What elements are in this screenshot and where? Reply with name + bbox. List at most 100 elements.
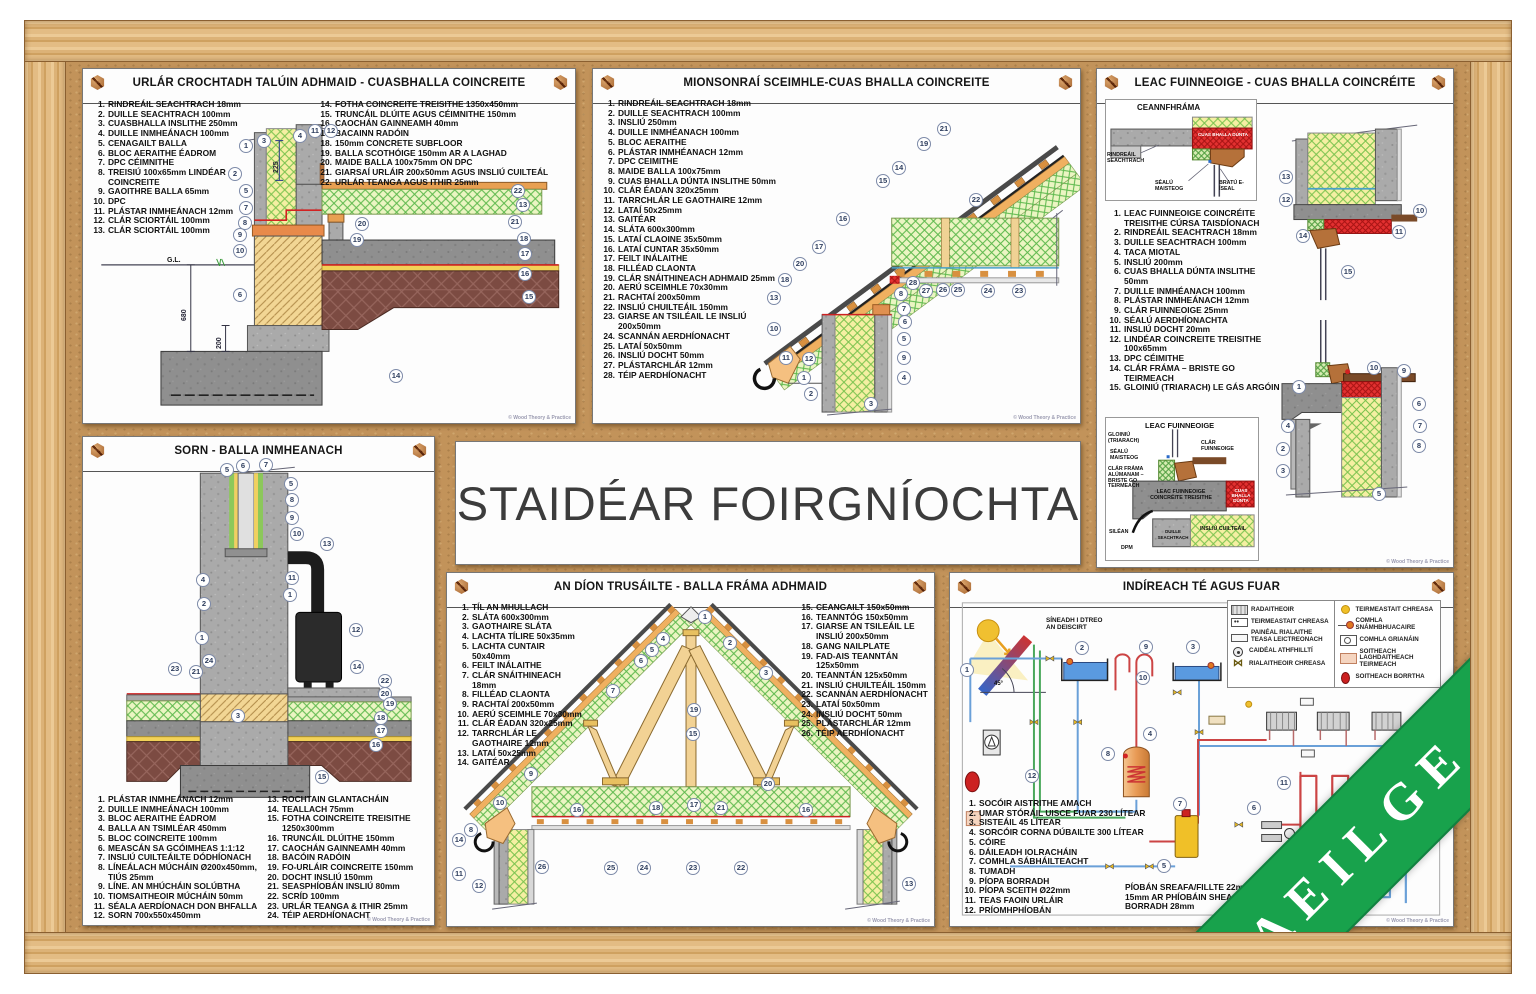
callout-2: 2 [228,167,242,181]
callout-9: 9 [233,228,247,242]
callout-3: 3 [759,666,773,680]
list-item: 25.LATAÍ 50x50mm [603,340,682,351]
callout-7: 7 [1413,419,1427,433]
callout-11: 11 [1277,776,1291,790]
screw-icon [454,579,469,594]
screw-icon [1431,75,1446,90]
list-item: 3.CUASBHALLA INSLITHE 250mm [98,118,238,129]
list-item: 4.DUILLE INMHEÁNACH 100mm [98,128,229,139]
callout-13: 13 [516,198,530,212]
panel-sill-title: LEAC FUINNEOIGE - CUAS BHALLA COINCRÉITE [1097,69,1453,104]
callout-2: 2 [1276,442,1290,456]
eaves-detail-diagram [752,145,1080,416]
callout-25: 25 [604,861,618,875]
callout-7: 7 [606,684,620,698]
list-item: 4.TACA MIOTAL [1114,246,1181,257]
callout-11: 11 [1392,225,1406,239]
list-item: 9.CLÁR FUINNEOIGE 25mm [1114,305,1229,316]
list-item: 18.BACÓIN RADÓIN [267,852,351,863]
mastic-seal-label-2: SÉALÚ MAISTEOG [1110,449,1139,461]
list-item: 5.LACHTA CUNTAIR 50x40mm [462,640,545,661]
callout-17: 17 [374,724,388,738]
panel-plumbing-schematic: INDÍREACH TÉ AGUS FUAR [949,572,1454,927]
list-item: 23.LATAÍ 50x50mm [801,699,880,710]
list-item: 2.DUILLE SEACHTRACH 100mm [98,108,231,119]
list-item: 6.BLOC AERAITHE ÉADROM [98,147,217,158]
list-item: 7.DUILLE INMHÉANACH 100mm [1114,285,1245,296]
callout-13: 13 [320,537,334,551]
callout-21: 21 [508,215,522,229]
cavity-closed-label: CUAS BHALLA DÚNTA [1197,132,1248,137]
callout-4: 4 [293,129,307,143]
list-item: 2.SLÁTA 600x300mm [462,611,549,622]
truss-detail-diagram [463,602,919,910]
screw-icon [412,443,427,458]
list-item: 1.RINDREÁIL SEACHTRACH 18mm [98,99,241,109]
screw-icon [912,579,927,594]
callout-15: 15 [1341,265,1355,279]
list-item: 2.RINDREÁIL SEACHTRACH 18mm [1114,227,1257,238]
list-item: 6.CUAS BHALLA DÚNTA INSLITHE 50mm [1114,266,1256,286]
list-item: 28.TÉIP AERDHÍONACHT [603,369,707,380]
callout-5: 5 [1372,487,1386,501]
callout-26: 26 [535,860,549,874]
dpm-label: DPM [1121,545,1133,551]
callout-11: 11 [285,571,299,585]
callout-8: 8 [894,287,908,301]
screw-icon [90,443,105,458]
panel-floor-title: URLÁR CROCHTADH TALÚIN ADHMAID - CUASBHA… [83,69,575,104]
callout-10: 10 [1367,361,1381,375]
list-item: 17.FEILT INÁLAITHE [603,253,688,264]
callout-5: 5 [897,332,911,346]
list-item: 16.CAOCHÁN GAINNEAMH 40mm [320,118,459,129]
list-item: 13.ROCHTAIN GLANTACHÁIN [267,794,389,804]
screw-icon [90,75,105,90]
callout-12: 12 [472,879,486,893]
callout-10: 10 [767,322,781,336]
callout-9: 9 [1397,364,1411,378]
callout-22: 22 [969,193,983,207]
list-item: 14.FOTHA COINCREITE TREISITHE 1350x450mm [320,99,519,109]
list-item: 19.CLÁR SNÁITHINEACH ADHMAID 25mm [603,272,775,283]
panel-sill-detail: LEAC FUINNEOIGE - CUAS BHALLA COINCRÉITE [1096,68,1454,568]
callout-2: 2 [1075,641,1089,655]
list-item: 3.BLOC AERAITHE ÉADROM [98,813,217,824]
callout-11: 11 [452,867,466,881]
sill-detail-diagram [1110,116,1418,548]
callout-7: 7 [259,458,273,472]
callout-19: 19 [917,137,931,151]
callout-23: 23 [1012,284,1026,298]
list-item: 16.TRUNCÁIL DLÚITHE 150mm [267,832,395,843]
ground-level-label: G.L. [167,257,181,264]
list-item: 21.INSLIÚ CHUILTEÁIL 150mm [801,679,926,690]
list-item: 12.SORN 700x550x450mm [93,910,201,921]
callout-15: 15 [686,727,700,741]
callout-10: 10 [493,796,507,810]
list-item: 12.LINDÉAR COINCREITE TREISITHE 100x65mm [1109,333,1262,354]
callout-4: 4 [196,573,210,587]
list-item: 27.PLÁSTARCHLÁR 12mm [603,359,713,370]
callout-9: 9 [524,767,538,781]
list-item: 6.FEILT INÁLAITHE [462,660,542,671]
list-item: 1.LEAC FUINNEOIGE COINCRÉITE TREISITHE C… [1114,208,1260,228]
list-item: 1.RINDREÁIL SEACHTRACH 18mm [608,98,751,108]
callout-21: 21 [937,122,951,136]
outer-leaf-label: DUILLE SEACHTRACH [1157,529,1189,540]
callout-5: 5 [1157,859,1171,873]
callout-20: 20 [761,777,775,791]
list-item: 9.GAOITHRE BALLA 65mm [98,186,210,197]
sill-list-1: 1.LEAC FUINNEOIGE COINCRÉITE TREISITHE C… [1107,208,1277,325]
callout-12: 12 [1025,769,1039,783]
callout-3: 3 [257,134,271,148]
list-item: 15.CEANGAILT 150x50mm [801,602,910,612]
callout-16: 16 [570,803,584,817]
list-item: 5.CENAGAILT BALLA [98,137,187,148]
panel-eaves-title: MIONSONRAÍ SCEIMHLE-CUAS BHALLA COINCREI… [593,69,1080,104]
callout-12: 12 [324,124,338,138]
callout-8: 8 [1412,439,1426,453]
